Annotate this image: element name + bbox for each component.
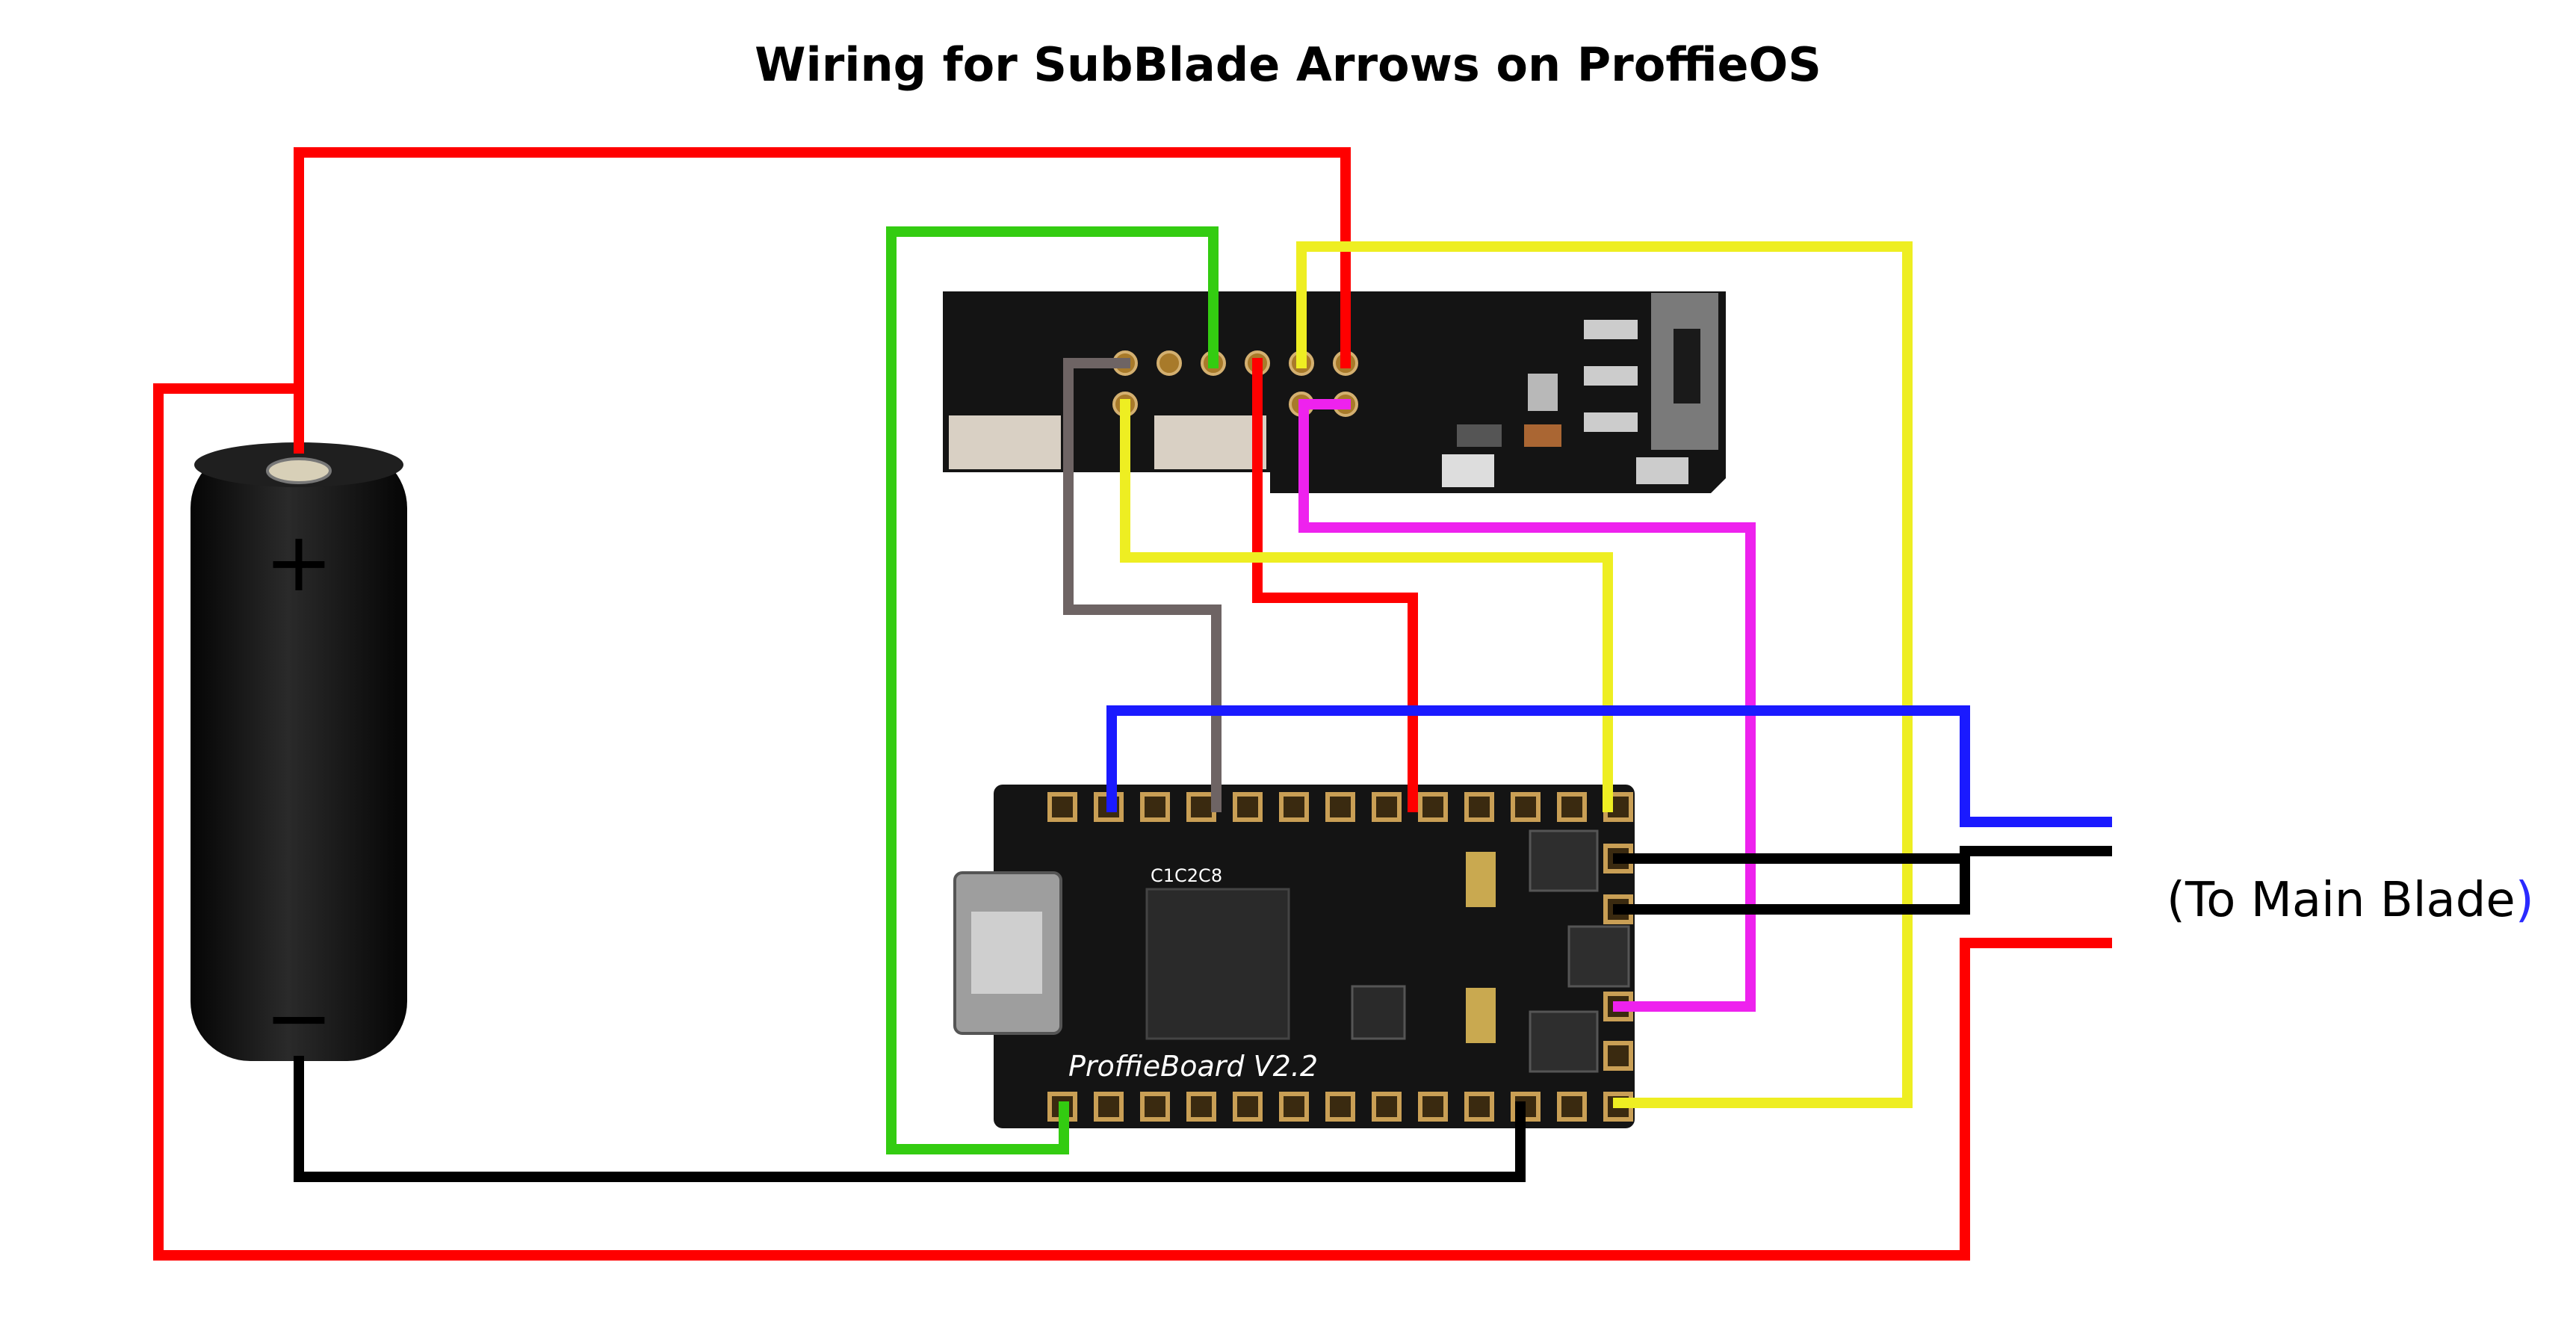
battery-minus-sign: − <box>264 970 333 1066</box>
wire-green <box>886 226 1219 1154</box>
wire-red-main-blade-positive <box>153 383 2112 1261</box>
wire-yellow-lower <box>1120 399 1613 812</box>
board-silkscreen: ProffieBoard V2.2 <box>1068 1050 1318 1083</box>
battery-plus-sign: + <box>264 514 333 610</box>
wire-black-data <box>1613 846 2112 864</box>
diagram-title: Wiring for SubBlade Arrows on ProffieOS <box>755 37 1821 92</box>
resistor-r2 <box>1528 374 1558 411</box>
wire-red-switch-to-board <box>1252 358 1418 812</box>
wire-yellow-upper <box>1296 241 1913 1108</box>
wire-magenta <box>1298 399 1756 1012</box>
wire-gray <box>1063 358 1222 812</box>
switch-pcb <box>943 291 1726 493</box>
wire-black-battery-ground <box>294 1056 1526 1182</box>
wire-blue <box>1106 705 2112 827</box>
to-main-blade-text: (To Main Blade <box>2167 873 2515 928</box>
jst-connector-right <box>1154 415 1266 469</box>
to-main-blade-label: (To Main Blade) <box>2167 873 2534 928</box>
battery-cell: + − <box>191 442 407 1066</box>
board-pads-top <box>1047 792 1633 822</box>
mosfet-components <box>1529 829 1630 1073</box>
to-main-blade-close-paren: ) <box>2515 873 2534 928</box>
wire-black-data-return <box>1613 853 1970 915</box>
jst-connector-left <box>949 415 1061 469</box>
proffieboard: C1C2C8 ProffieBoard V2.2 <box>953 785 1635 1128</box>
mcu-chip <box>1145 888 1290 1040</box>
wire-red-battery-to-switch <box>294 147 1351 454</box>
mcu-chip-marking: C1C2C8 <box>1151 865 1222 886</box>
board-pads-bottom <box>1047 1092 1633 1122</box>
battery-positive-terminal <box>266 457 332 484</box>
